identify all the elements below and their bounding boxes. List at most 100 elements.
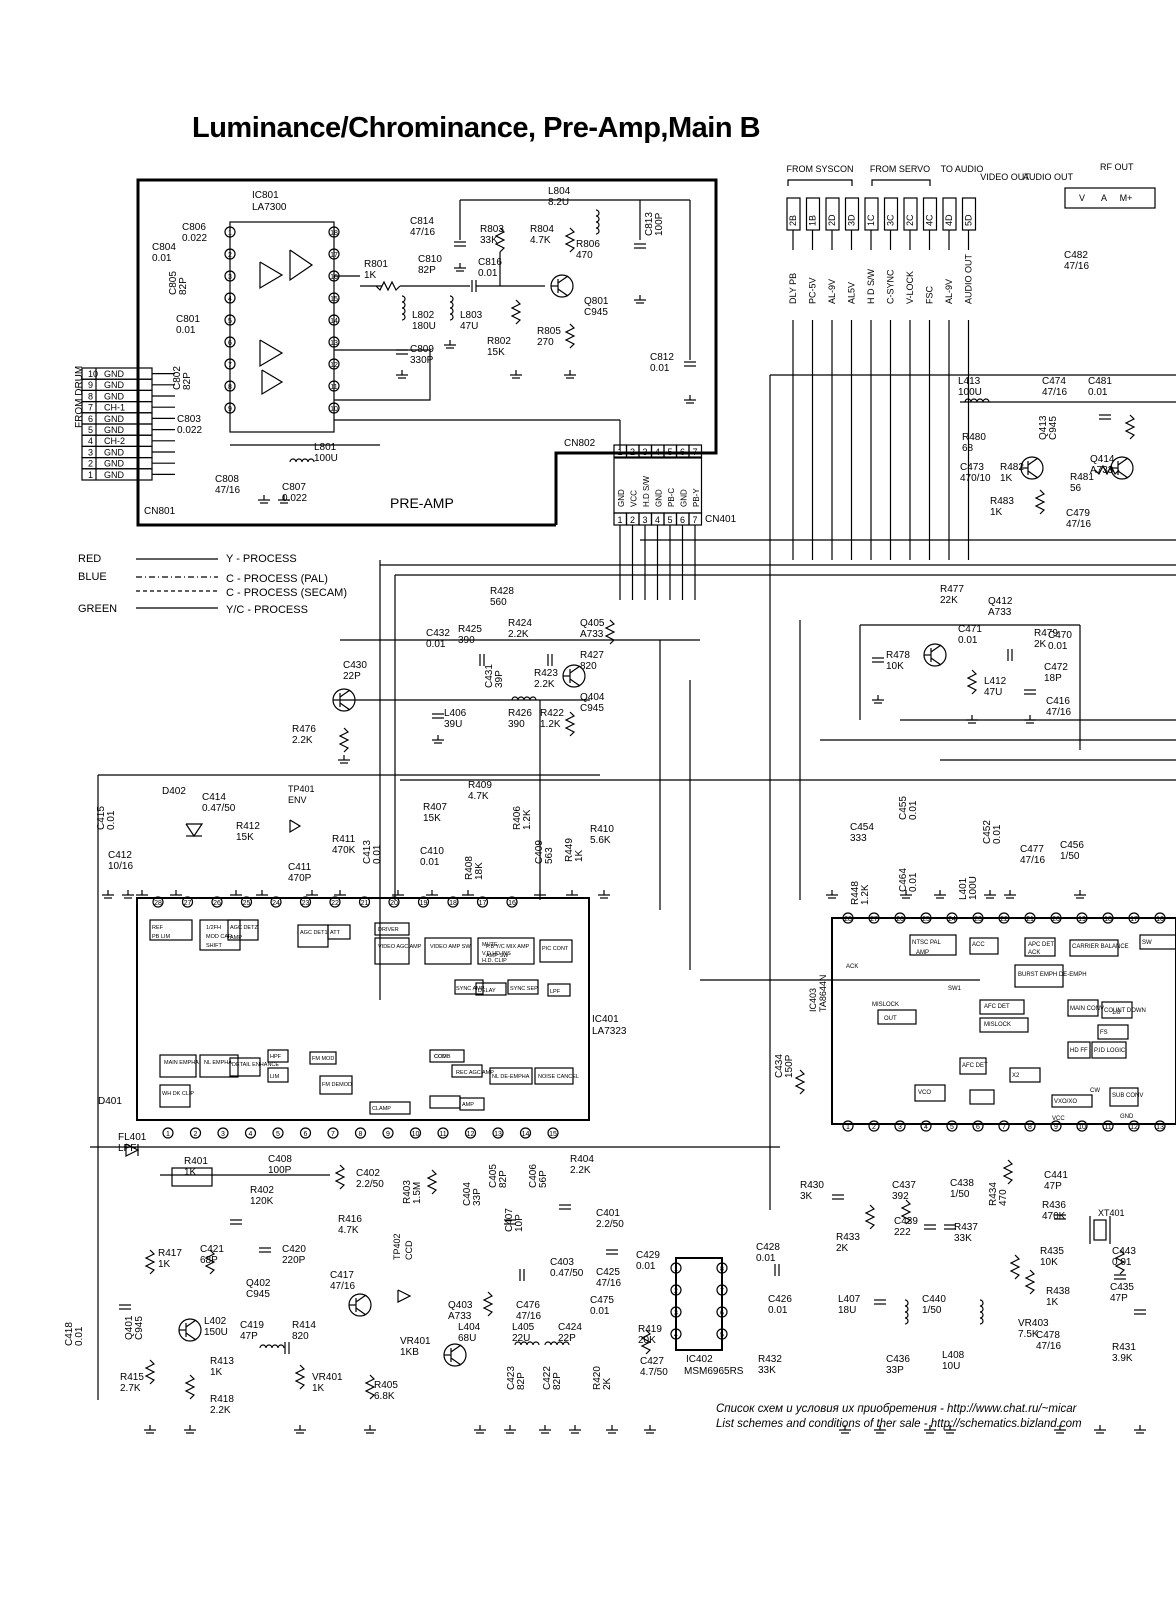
component-ref: R482 (1000, 462, 1024, 473)
ic-pin (437, 1127, 449, 1139)
ic-pin-number: 24 (272, 900, 280, 907)
component-value: 390 (508, 719, 525, 730)
component-ref: Q404 (580, 692, 605, 703)
q404-symbol (339, 689, 351, 698)
component-ref: C434 (774, 1054, 785, 1078)
rf-modulator-box (1064, 187, 1156, 209)
ic403-block-label: CARRIER BALANCE (1072, 944, 1129, 950)
ic-pin (920, 1120, 932, 1132)
ic-pin-number: 13 (1156, 1124, 1164, 1131)
component-ref: C452 (982, 820, 993, 844)
component-value: A733 (580, 629, 604, 640)
component-value: 2.2K (570, 1165, 591, 1176)
legend-label-y-process: Y - PROCESS (226, 553, 297, 565)
cn401-signal: H.D S/W (642, 475, 651, 507)
ic403-block-label: ACC (972, 942, 985, 948)
ic401-block-label: REF (152, 925, 164, 931)
component-ref: C456 (1060, 840, 1084, 851)
component-value: 1K (312, 1383, 325, 1394)
preamp-component-ref: C813 (644, 212, 655, 236)
cn801-pin-signal: GND (104, 369, 125, 379)
header-pin-label: 1B (808, 215, 818, 226)
rf-pin-label: M+ (1120, 193, 1133, 203)
ic403-block-label: MISLOCK (984, 1022, 1011, 1028)
component-value: 150P (784, 1054, 795, 1078)
q404-symbol (339, 702, 351, 711)
cn401-signal: GND (617, 489, 626, 507)
component-ref: L406 (444, 708, 467, 719)
header-signal-label: FSC (925, 285, 935, 304)
ic-pin-number: 8 (720, 1266, 724, 1273)
header-signal-label: PC-5V (808, 277, 818, 304)
ic-pin (328, 314, 340, 326)
component-value: 0.01 (420, 857, 440, 868)
component-ref: R430 (800, 1180, 824, 1191)
ic-pin (1154, 912, 1166, 924)
ic-pin-number: 12 (467, 1131, 475, 1138)
ic-pin-number: 8 (359, 1131, 363, 1138)
component-ref: R408 (464, 856, 475, 880)
ic401-block-label: SYNC AMP (456, 986, 485, 992)
q402-symbol (355, 1294, 367, 1303)
preamp-component-value: 0.022 (182, 233, 207, 244)
component-value: 1.2K (522, 809, 533, 830)
ic401-block-label: VIDEO AMP SW (430, 944, 471, 950)
ic403-function-block (1067, 999, 1099, 1017)
ic403-function-block (1097, 1024, 1129, 1040)
preamp-component-value: 0.01 (650, 363, 670, 374)
resistor-symbol (864, 1204, 876, 1230)
d402-diode (185, 823, 204, 838)
ic401-function-block (297, 924, 329, 948)
header-group-servo: FROM SERVO (870, 164, 930, 174)
ic401-block-label: LPF (550, 989, 561, 995)
component-value: 5.6K (590, 835, 611, 846)
fl401-lpf-box (171, 1167, 213, 1187)
component-ref: L402 (204, 1316, 227, 1327)
component-ref: C420 (282, 1244, 306, 1255)
q413-symbol (1027, 470, 1039, 479)
legend-color-blue: BLUE (78, 571, 107, 583)
component-ref: R424 (508, 618, 532, 629)
inductor-symbol (265, 1344, 273, 1349)
ic-pin-number: 18 (449, 900, 457, 907)
ic-pin (211, 896, 223, 908)
ic-pin-number: 3 (674, 1310, 678, 1317)
ic401-block-label: SYNC SEP (510, 986, 538, 992)
header-pin-label: 4D (944, 214, 954, 226)
preamp-component-ref: C804 (152, 242, 176, 253)
ic403-function-block (1139, 934, 1176, 950)
component-value: 39U (444, 719, 462, 730)
ic-pin-number: 7 (228, 362, 232, 369)
ic-pin (388, 896, 400, 908)
component-ref: R431 (1112, 1342, 1136, 1353)
ic401-function-block (429, 1049, 465, 1063)
ic401-block-label: ATT (330, 930, 341, 936)
ic-pin-number: 1 (846, 1124, 850, 1131)
component-value: 0.01 (756, 1253, 776, 1264)
ic401-function-block (547, 983, 571, 997)
component-ref: C439 (894, 1216, 918, 1227)
ic-pin-number: 16 (330, 274, 338, 281)
q403-symbol (450, 1357, 462, 1366)
resistor-symbol (426, 1169, 438, 1195)
ic403-body (831, 917, 1176, 1125)
component-ref: R481 (1070, 472, 1094, 483)
cn801-pin-number: 7 (88, 403, 93, 413)
component-ref: C427 (640, 1356, 664, 1367)
ic-pin-number: 19 (420, 900, 428, 907)
resistor-symbol (144, 1359, 156, 1385)
ic401-function-block (199, 919, 241, 951)
component-value: 1/50 (1060, 851, 1080, 862)
resistor-symbol (1094, 464, 1120, 476)
ic401-function-block (451, 1064, 483, 1078)
component-ref: R419 (638, 1324, 662, 1335)
preamp-border (136, 178, 718, 527)
header-signal-label: C-SYNC (886, 269, 896, 304)
component-value: 470K (332, 845, 356, 856)
ic-pin (224, 292, 236, 304)
ic403-function-block (914, 1084, 946, 1102)
preamp-component-ref: C812 (650, 352, 674, 363)
inductor-symbol (904, 1299, 909, 1307)
ic403-ref: IC403 (808, 988, 818, 1012)
ic-pin (217, 1127, 229, 1139)
